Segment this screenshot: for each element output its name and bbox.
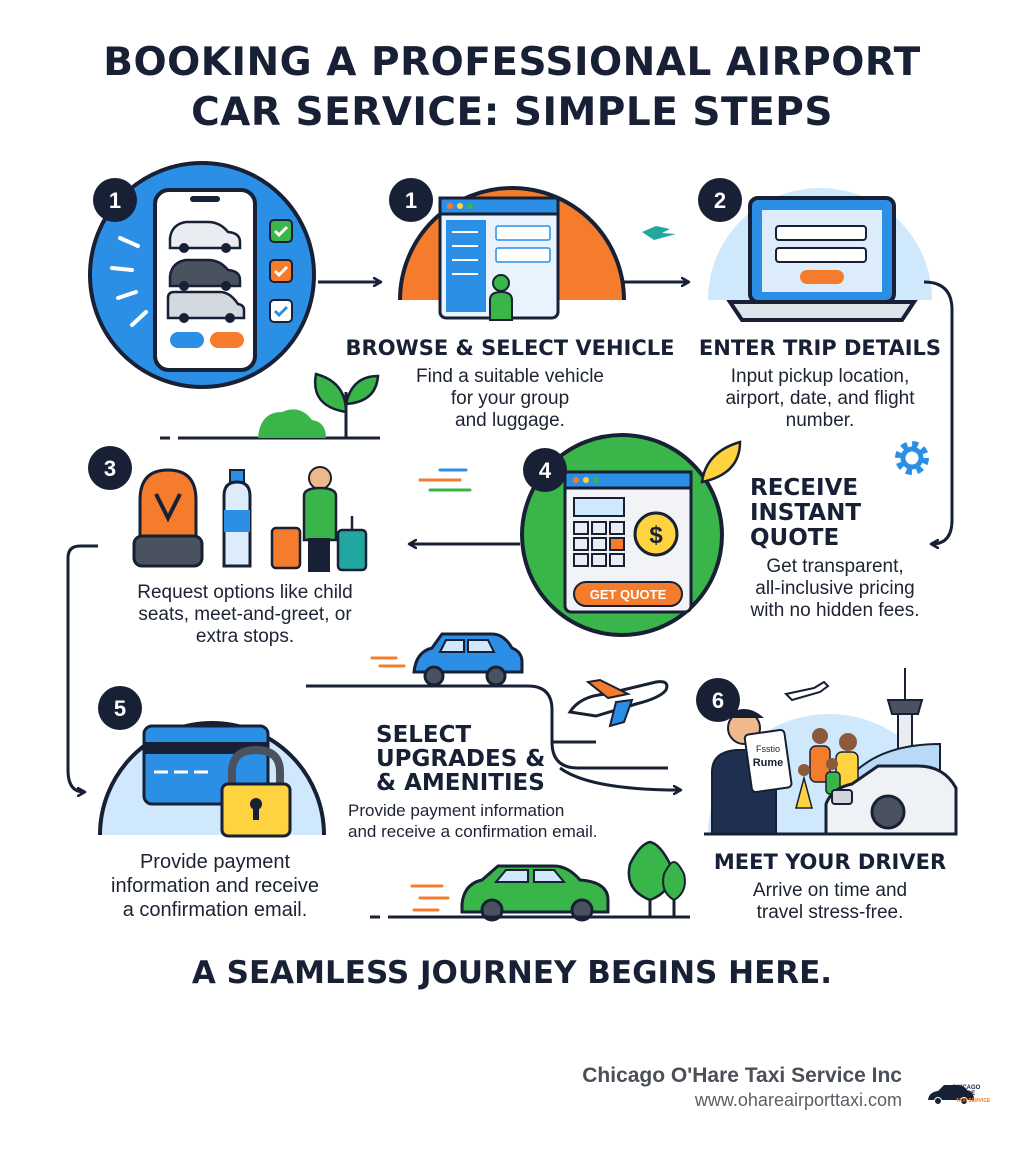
car-icon <box>370 632 524 687</box>
badge-step-6: 6 <box>712 688 724 713</box>
airplane-icon <box>567 678 669 728</box>
laptop-icon <box>726 196 918 322</box>
step-browse-desc: Find a suitable vehicle for your group a… <box>416 366 604 431</box>
title-line-2: CAR SERVICE: SIMPLE STEPS <box>191 90 833 135</box>
badge-step-4: 4 <box>539 458 552 483</box>
footer-tagline: A SEAMLESS JOURNEY BEGINS HERE. <box>191 955 833 991</box>
brand-name: Chicago O'Hare Taxi Service Inc <box>582 1064 902 1087</box>
airplane-icon <box>642 226 676 240</box>
family-icon <box>795 728 859 809</box>
step-2-laptop-illustration <box>708 188 932 322</box>
traveler-icon <box>270 466 368 572</box>
step-1-phone-illustration <box>88 161 316 389</box>
step-upgrades-heading: SELECT UPGRADES & & AMENITIES <box>376 722 546 796</box>
car-icon <box>824 764 958 836</box>
step-6-driver-illustration: Fsstio Rume <box>704 668 958 836</box>
step-5-desc: Provide payment information and receive … <box>111 851 319 921</box>
car-icon <box>168 220 242 253</box>
leaf-icon <box>313 372 380 438</box>
step-browse-illustration <box>398 186 626 321</box>
badge-step-3: 3 <box>104 456 116 481</box>
gear-icon <box>895 441 929 475</box>
step-6-desc: Arrive on time and travel stress-free. <box>752 880 908 923</box>
badge-step-5: 5 <box>114 696 126 721</box>
water-bottle-icon <box>222 469 252 568</box>
step-2-heading: ENTER TRIP DETAILS <box>698 336 942 360</box>
padlock-icon <box>220 745 292 838</box>
badge-step-1a: 1 <box>109 188 121 213</box>
svg-text:CHICAGO: CHICAGO <box>952 1085 981 1091</box>
chauffeur-icon: Fsstio Rume <box>711 709 793 835</box>
page-title: BOOKING A PROFESSIONAL AIRPORT CAR SERVI… <box>0 38 1024 138</box>
svg-text:$: $ <box>649 522 663 549</box>
van-icon <box>166 290 246 323</box>
step-5-payment-illustration <box>98 721 326 838</box>
sign-line-2: Rume <box>753 757 784 769</box>
flow-arrow <box>923 280 954 544</box>
browser-icon <box>438 196 560 320</box>
step-2-desc: Input pickup location, airport, date, an… <box>725 366 915 431</box>
title-line-1: BOOKING A PROFESSIONAL AIRPORT <box>103 40 921 85</box>
bush-icon <box>258 409 326 438</box>
step-4-desc: Get transparent, all-inclusive pricing w… <box>750 556 920 621</box>
svg-text:O'HARE: O'HARE <box>952 1091 975 1097</box>
sign-line-1: Fsstio <box>756 744 780 754</box>
car-icon <box>168 258 242 291</box>
get-quote-button[interactable]: GET QUOTE <box>590 587 667 602</box>
quote-icon: $ GET QUOTE <box>563 470 693 614</box>
tree-icon <box>627 840 686 917</box>
flow-arrow <box>559 766 680 790</box>
brand-logo: CHICAGO O'HARE TAXI SERVICE <box>928 1085 991 1105</box>
badge-step-1b: 1 <box>405 188 417 213</box>
step-4-quote-illustration: $ GET QUOTE <box>520 433 724 637</box>
flow-arrow <box>66 544 98 792</box>
brand-url[interactable]: www.ohareairporttaxi.com <box>694 1090 902 1110</box>
step-3-desc: Request options like child seats, meet-a… <box>137 582 353 647</box>
car-icon <box>410 864 610 922</box>
step-4-heading: RECEIVE INSTANT QUOTE <box>750 475 862 551</box>
car-seat-icon <box>132 468 204 568</box>
step-6-heading: MEET YOUR DRIVER <box>713 850 947 874</box>
svg-text:TAXI SERVICE: TAXI SERVICE <box>956 1098 991 1104</box>
leaf-icon <box>700 440 742 484</box>
step-browse-heading: BROWSE & SELECT VEHICLE <box>345 336 675 360</box>
badge-step-2: 2 <box>714 188 726 213</box>
step-upgrades-desc: Provide payment information and receive … <box>348 801 598 841</box>
